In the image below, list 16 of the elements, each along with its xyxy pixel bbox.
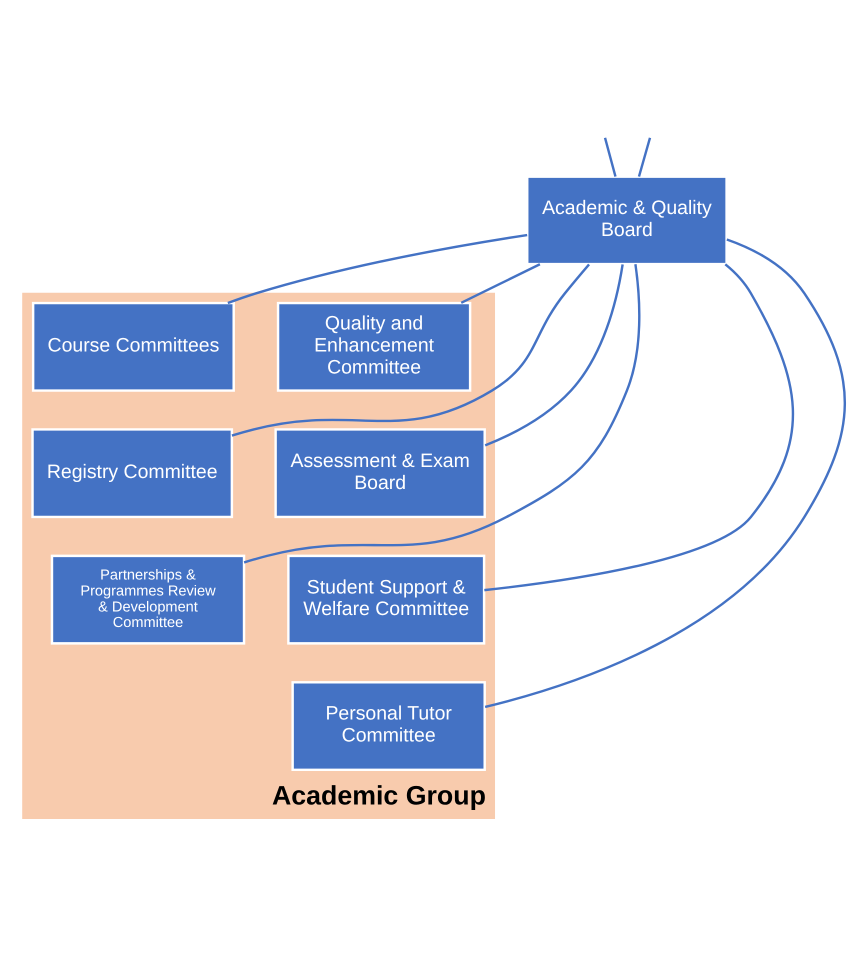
node-box: Quality and Enhancement Committee [276,302,472,392]
connector [227,234,528,304]
node-box: Student Support & Welfare Committee [287,554,486,645]
node-box: Assessment & Exam Board [274,428,486,518]
connector [244,264,640,564]
connector [638,137,652,177]
node-box: Personal Tutor Committee [291,681,486,771]
connector [460,263,540,304]
connector [484,263,794,592]
node-box: Course Committees [32,302,235,392]
connector [484,264,624,446]
connector [604,137,617,177]
node-box: Registry Committee [31,428,234,518]
node-box: Academic & Quality Board [526,175,728,266]
node-box: Partnerships & Programmes Review & Development Committee [50,554,246,645]
connector [232,264,590,437]
